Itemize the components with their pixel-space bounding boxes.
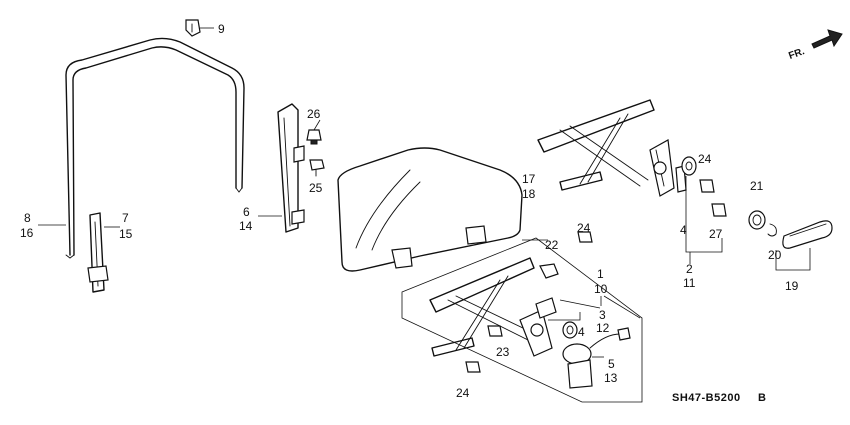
spring-clip-20: [767, 223, 777, 237]
callout-25: 25: [309, 181, 323, 195]
door-glass: [337, 147, 548, 272]
callout-10: 10: [594, 282, 608, 296]
front-direction-arrow: [811, 29, 843, 49]
callout-1: 1: [597, 267, 604, 281]
window-motor: [562, 327, 631, 389]
callout-19: 19: [785, 279, 799, 293]
callout-9: 9: [218, 22, 225, 36]
callout-26: 26: [307, 107, 321, 121]
callout-8: 8: [24, 211, 31, 225]
escutcheon-21: [748, 210, 766, 230]
bolt-26: [306, 129, 322, 145]
callout-11: 11: [683, 276, 696, 290]
callout-3: 3: [599, 308, 606, 322]
lower-regulator-box: [401, 237, 643, 403]
callout-20: 20: [768, 248, 782, 262]
callout-12: 12: [596, 321, 610, 335]
callout-16: 16: [20, 226, 34, 240]
clip-9: [185, 19, 214, 37]
callout-14: 14: [239, 219, 253, 233]
drawing-suffix: B: [758, 392, 766, 404]
regulator-handle: [782, 220, 833, 249]
glass-run-channel: [65, 37, 245, 259]
callout-17: 17: [522, 172, 536, 186]
retainer-part: [681, 156, 697, 176]
callout-4-upper: 4: [680, 223, 687, 237]
callout-22: 22: [545, 238, 559, 252]
bolt-23: [487, 325, 503, 337]
bolt-25: [309, 159, 325, 177]
callout-24-mid: 24: [577, 221, 591, 235]
callout-5: 5: [608, 357, 615, 371]
callout-24-right: 24: [698, 152, 712, 166]
bolt-24-a: [699, 179, 715, 193]
front-lower-sash: [87, 212, 120, 293]
callout-23: 23: [496, 345, 510, 359]
callout-24-lower: 24: [456, 386, 470, 400]
power-regulator-upper: [537, 99, 687, 197]
bolt-24-b: [577, 231, 593, 243]
callout-7: 7: [122, 211, 129, 225]
front-label: FR.: [787, 46, 806, 62]
retainer-4-lower: [562, 321, 578, 339]
rear-lower-sash: [258, 103, 305, 233]
callout-6: 6: [243, 205, 250, 219]
callout-4-lower: 4: [578, 325, 585, 339]
callout-2: 2: [686, 262, 693, 276]
callout-13: 13: [604, 371, 618, 385]
bolt-22: [539, 263, 559, 279]
callout-21: 21: [750, 179, 764, 193]
callout-15: 15: [119, 227, 133, 241]
callout-27: 27: [709, 227, 723, 241]
callout-18: 18: [522, 187, 536, 201]
drawing-code: SH47-B5200: [672, 392, 741, 404]
bolt-27: [711, 203, 727, 217]
bolt-24-c: [465, 361, 481, 373]
